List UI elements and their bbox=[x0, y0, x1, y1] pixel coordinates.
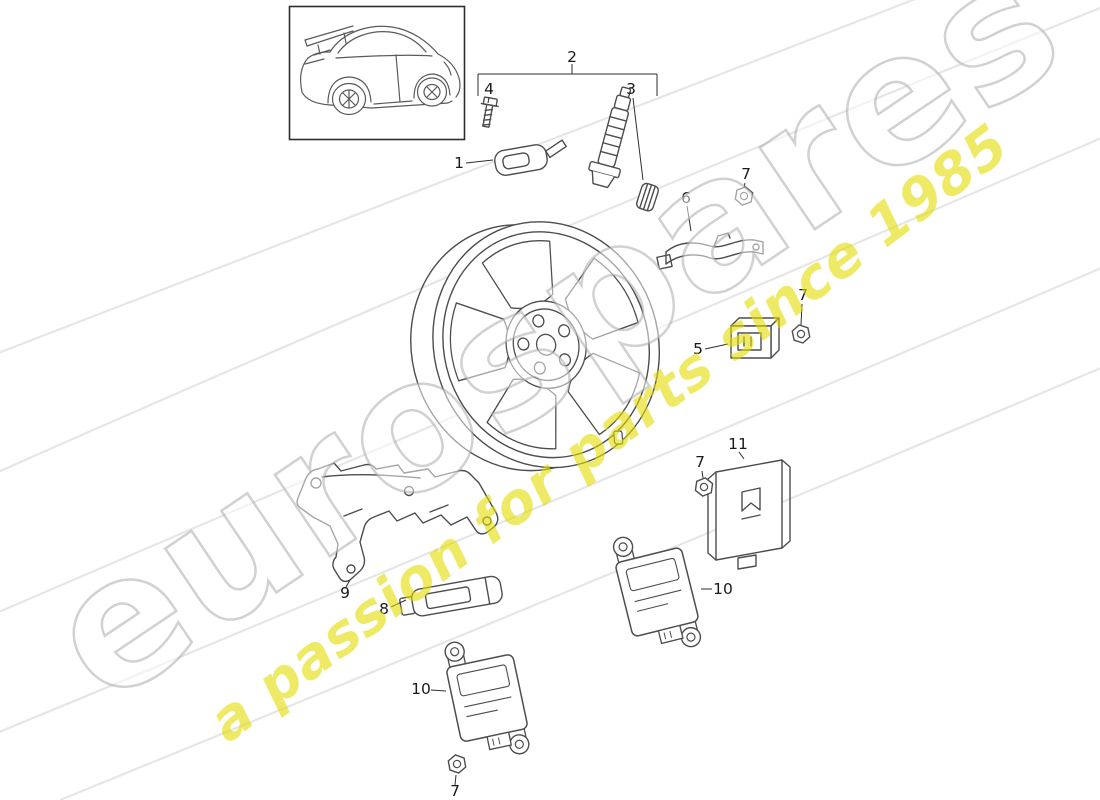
part-5-control-unit bbox=[730, 317, 780, 359]
callout-5: 5 bbox=[693, 340, 703, 358]
part-4-screw bbox=[480, 96, 499, 128]
callout-4: 4 bbox=[484, 80, 494, 98]
callout-10-left: 10 bbox=[411, 680, 431, 698]
callout-labels: 4 2 3 1 7 6 7 5 11 7 9 10 8 10 7 bbox=[340, 48, 808, 800]
part-3-valve-cap bbox=[635, 182, 659, 212]
part-8-antenna-module bbox=[399, 575, 503, 617]
leader-lines bbox=[345, 64, 803, 786]
callout-7-top: 7 bbox=[741, 165, 751, 183]
callout-6: 6 bbox=[681, 189, 691, 207]
part-6-bracket bbox=[656, 232, 764, 270]
callout-7-bottom: 7 bbox=[450, 782, 460, 800]
callout-7-right: 7 bbox=[798, 286, 808, 304]
callout-7-middle: 7 bbox=[695, 453, 705, 471]
part-9-mounting-bracket bbox=[296, 462, 499, 583]
car-thumbnail-box bbox=[288, 5, 466, 141]
callout-8: 8 bbox=[379, 600, 389, 618]
part-1-tpms-sensor bbox=[494, 139, 567, 176]
callout-9: 9 bbox=[340, 584, 350, 602]
wheel-drawing bbox=[410, 221, 661, 472]
car-thumbnail bbox=[300, 25, 461, 116]
callout-1: 1 bbox=[454, 154, 464, 172]
callout-2: 2 bbox=[567, 48, 577, 66]
part-11-bracket-housing bbox=[707, 459, 791, 570]
part-2-valve-stem bbox=[588, 86, 632, 189]
callout-3: 3 bbox=[626, 80, 636, 98]
callout-10-right: 10 bbox=[713, 580, 733, 598]
callout-11: 11 bbox=[728, 435, 748, 453]
